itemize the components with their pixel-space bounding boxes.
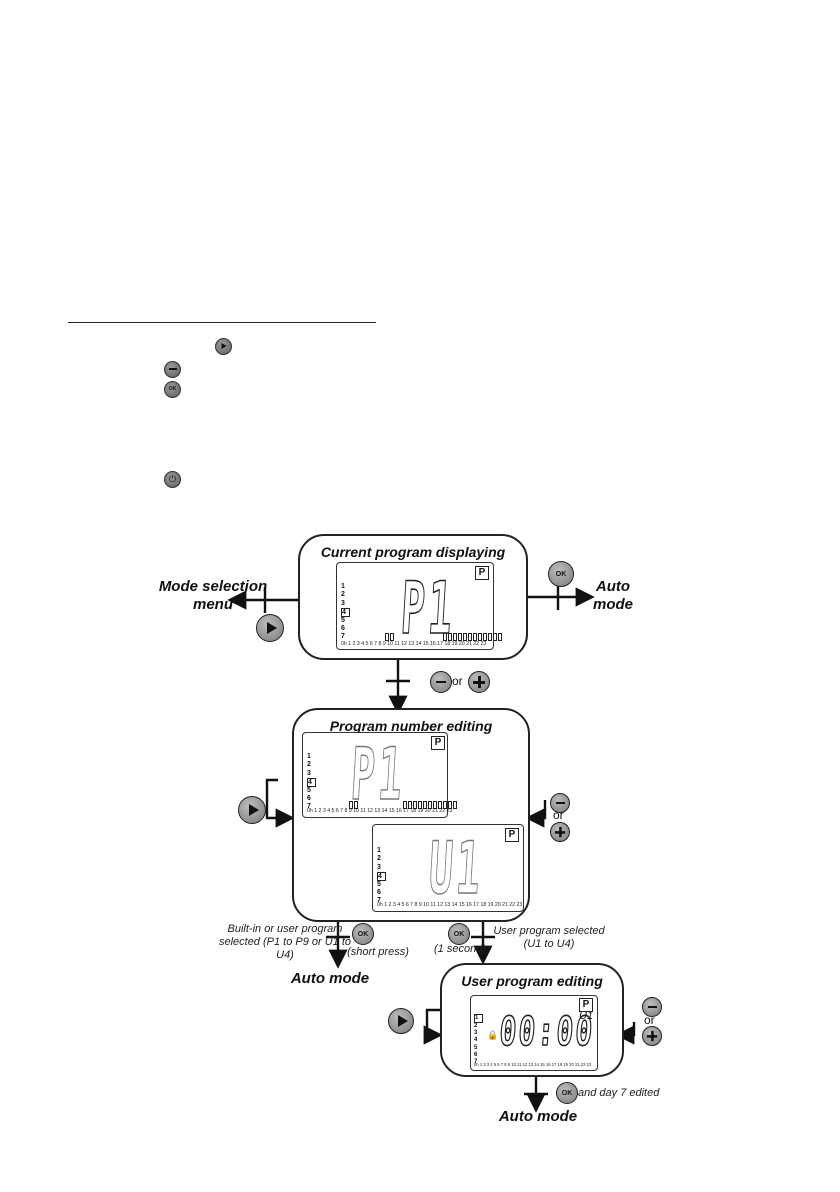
ok-button[interactable]: OK [556,1082,578,1104]
lock-icon: 🔒 [487,1030,499,1040]
program-badge: P [431,736,445,750]
hour-bars [349,801,358,809]
box-title: User program editing [461,973,603,989]
hour-scale: 0h 1 2 3 4 5 6 7 8 9 10 11 12 13 14 15 1… [474,1062,592,1067]
or-label: or [553,808,564,822]
box-title: Program number editing [329,718,493,734]
minus-button[interactable] [550,793,570,813]
ok-icon: OK [164,381,181,398]
power-icon: ⏻ [164,471,181,488]
day7-edited-label: and day 7 edited [578,1087,660,1099]
hour-scale: 0h 1 2 3 4 5 6 7 8 9 10 11 12 13 14 15 1… [341,641,487,647]
play-icon [215,338,232,355]
play-button[interactable] [388,1008,414,1034]
minus-button[interactable] [642,997,662,1017]
or-label: or [644,1013,655,1027]
section-rule [68,322,376,323]
minus-icon [164,361,181,378]
box-title: Current program displaying [320,544,506,560]
program-digits: P1 [398,565,458,650]
short-press-label: (short press) [347,946,409,958]
or-label: or [452,674,463,688]
plus-button[interactable] [468,671,490,693]
user-selected-label: User program selected (U1 to U4) [493,925,605,950]
hour-bars [385,633,394,641]
plus-button[interactable] [550,822,570,842]
hour-scale: 0h 1 2 3 4 5 6 7 8 9 10 11 12 13 14 15 1… [307,808,453,814]
hour-scale: 0h 1 2 3 4 5 6 7 8 9 10 11 12 13 14 15 1… [377,902,523,908]
hour-bars-evening [443,633,502,641]
ok-button[interactable]: OK [548,561,574,587]
minus-button[interactable] [430,671,452,693]
program-badge: P [505,828,519,842]
ok-button[interactable]: OK [352,923,374,945]
hour-bars-evening [403,801,457,809]
auto-mode-label: Auto mode [290,970,370,987]
play-button[interactable] [256,614,284,642]
program-badge: P [579,998,593,1012]
ok-button[interactable]: OK [448,923,470,945]
builtin-selected-label: Built-in or user program selected (P1 to… [218,923,352,961]
program-digits: U1 [426,825,486,910]
auto-mode-label: Auto mode [592,578,633,613]
program-digits: P1 [348,731,408,816]
plus-button[interactable] [642,1026,662,1046]
auto-mode-label: Auto mode [498,1108,578,1125]
one-second-label: (1 second) [434,943,486,955]
mode-selection-label: Mode selection menu [158,578,268,613]
program-label: U1 [579,1010,594,1022]
play-button[interactable] [238,796,266,824]
program-badge: P [475,566,489,580]
